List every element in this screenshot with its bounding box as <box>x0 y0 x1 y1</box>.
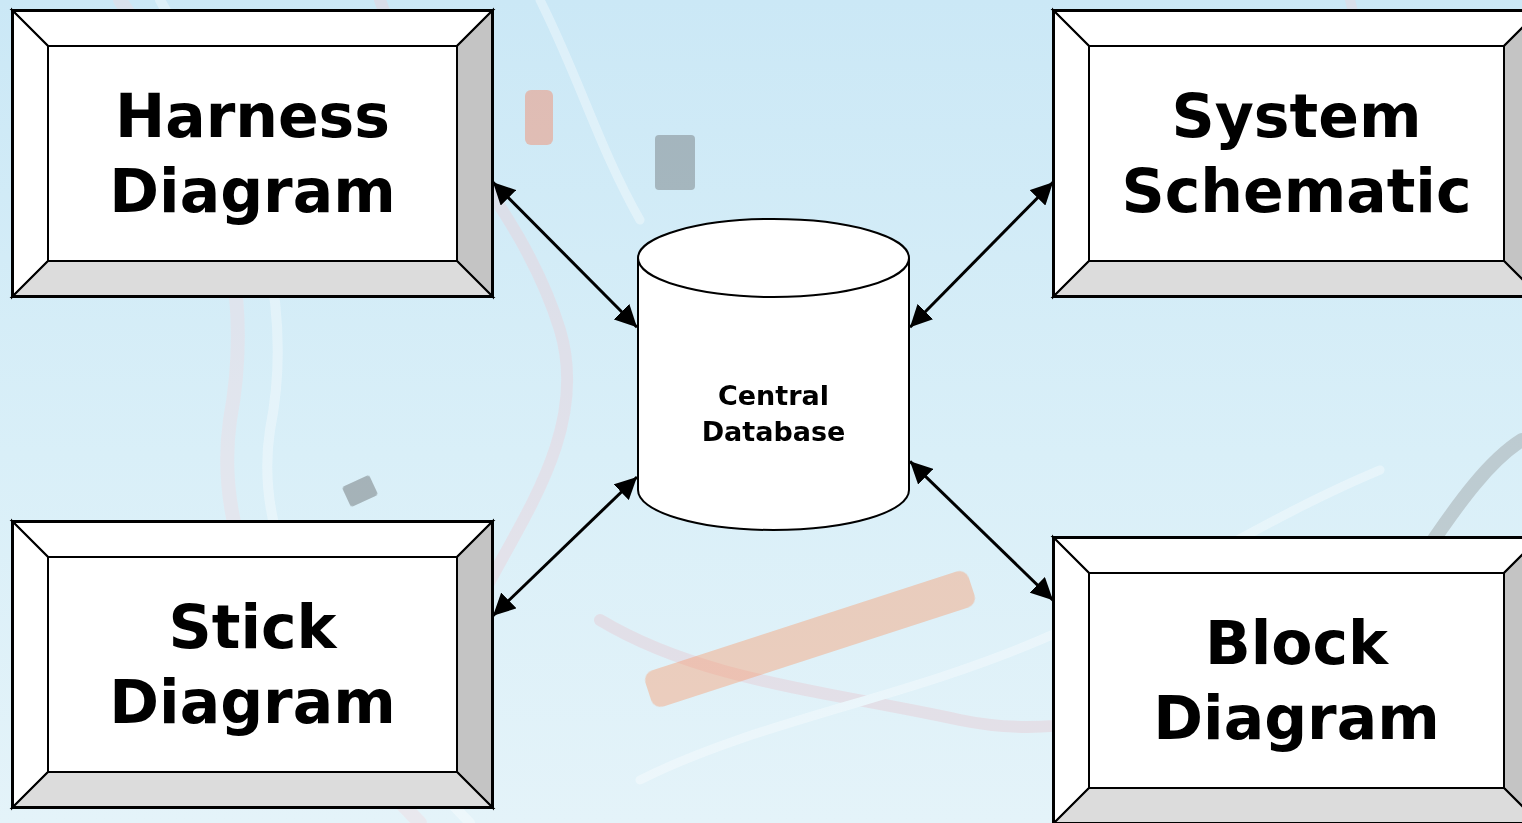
bevel-box: System Schematic <box>1053 10 1522 297</box>
bevel-right <box>457 521 493 808</box>
bevel-outline <box>12 521 493 808</box>
text-area: Block Diagram <box>1089 573 1504 788</box>
text-area: Central Database <box>637 298 910 530</box>
bevel-top <box>12 521 493 557</box>
bevel-right <box>1504 10 1522 297</box>
box-title: Block Diagram <box>1099 606 1494 756</box>
bevel-right <box>457 10 493 297</box>
bevel-left <box>1053 10 1089 297</box>
box-title: Stick Diagram <box>58 590 447 740</box>
box-title: Harness Diagram <box>58 79 447 229</box>
database-label: Central Database <box>684 378 864 451</box>
text-area: Harness Diagram <box>48 46 457 261</box>
bevel-top <box>1053 537 1522 573</box>
bevel-box: Stick Diagram <box>12 521 493 808</box>
bevel-border <box>13 522 492 807</box>
double-arrow <box>493 182 637 327</box>
cylinder-body <box>638 258 909 530</box>
bevel-outline <box>12 10 493 297</box>
bevel-face <box>48 557 457 772</box>
bevel-border <box>1054 538 1522 823</box>
text-area: System Schematic <box>1089 46 1504 261</box>
bevel-left <box>12 521 48 808</box>
bevel-face <box>1089 46 1504 261</box>
bevel-outline <box>1053 537 1522 823</box>
cylinder-top <box>638 219 909 297</box>
bevel-box: Harness Diagram <box>12 10 493 297</box>
bevel-face <box>1089 573 1504 788</box>
bevel-outline <box>1053 10 1522 297</box>
database-cylinder: Central Database <box>637 218 910 530</box>
bevel-right <box>1504 537 1522 823</box>
bevel-bottom <box>12 261 493 297</box>
bevel-border <box>1054 11 1522 296</box>
bevel-face <box>48 46 457 261</box>
bevel-left <box>12 10 48 297</box>
bevel-top <box>12 10 493 46</box>
bevel-left <box>1053 537 1089 823</box>
bevel-top <box>1053 10 1522 46</box>
bevel-bottom <box>1053 261 1522 297</box>
bevel-border <box>13 11 492 296</box>
bevel-bottom <box>1053 788 1522 823</box>
bevel-box: Block Diagram <box>1053 537 1522 823</box>
box-title: System Schematic <box>1099 79 1494 229</box>
bevel-bottom <box>12 772 493 808</box>
double-arrow <box>910 461 1053 600</box>
double-arrow <box>910 182 1053 327</box>
cylinder-outline <box>637 218 910 530</box>
text-area: Stick Diagram <box>48 557 457 772</box>
double-arrow <box>493 477 637 616</box>
